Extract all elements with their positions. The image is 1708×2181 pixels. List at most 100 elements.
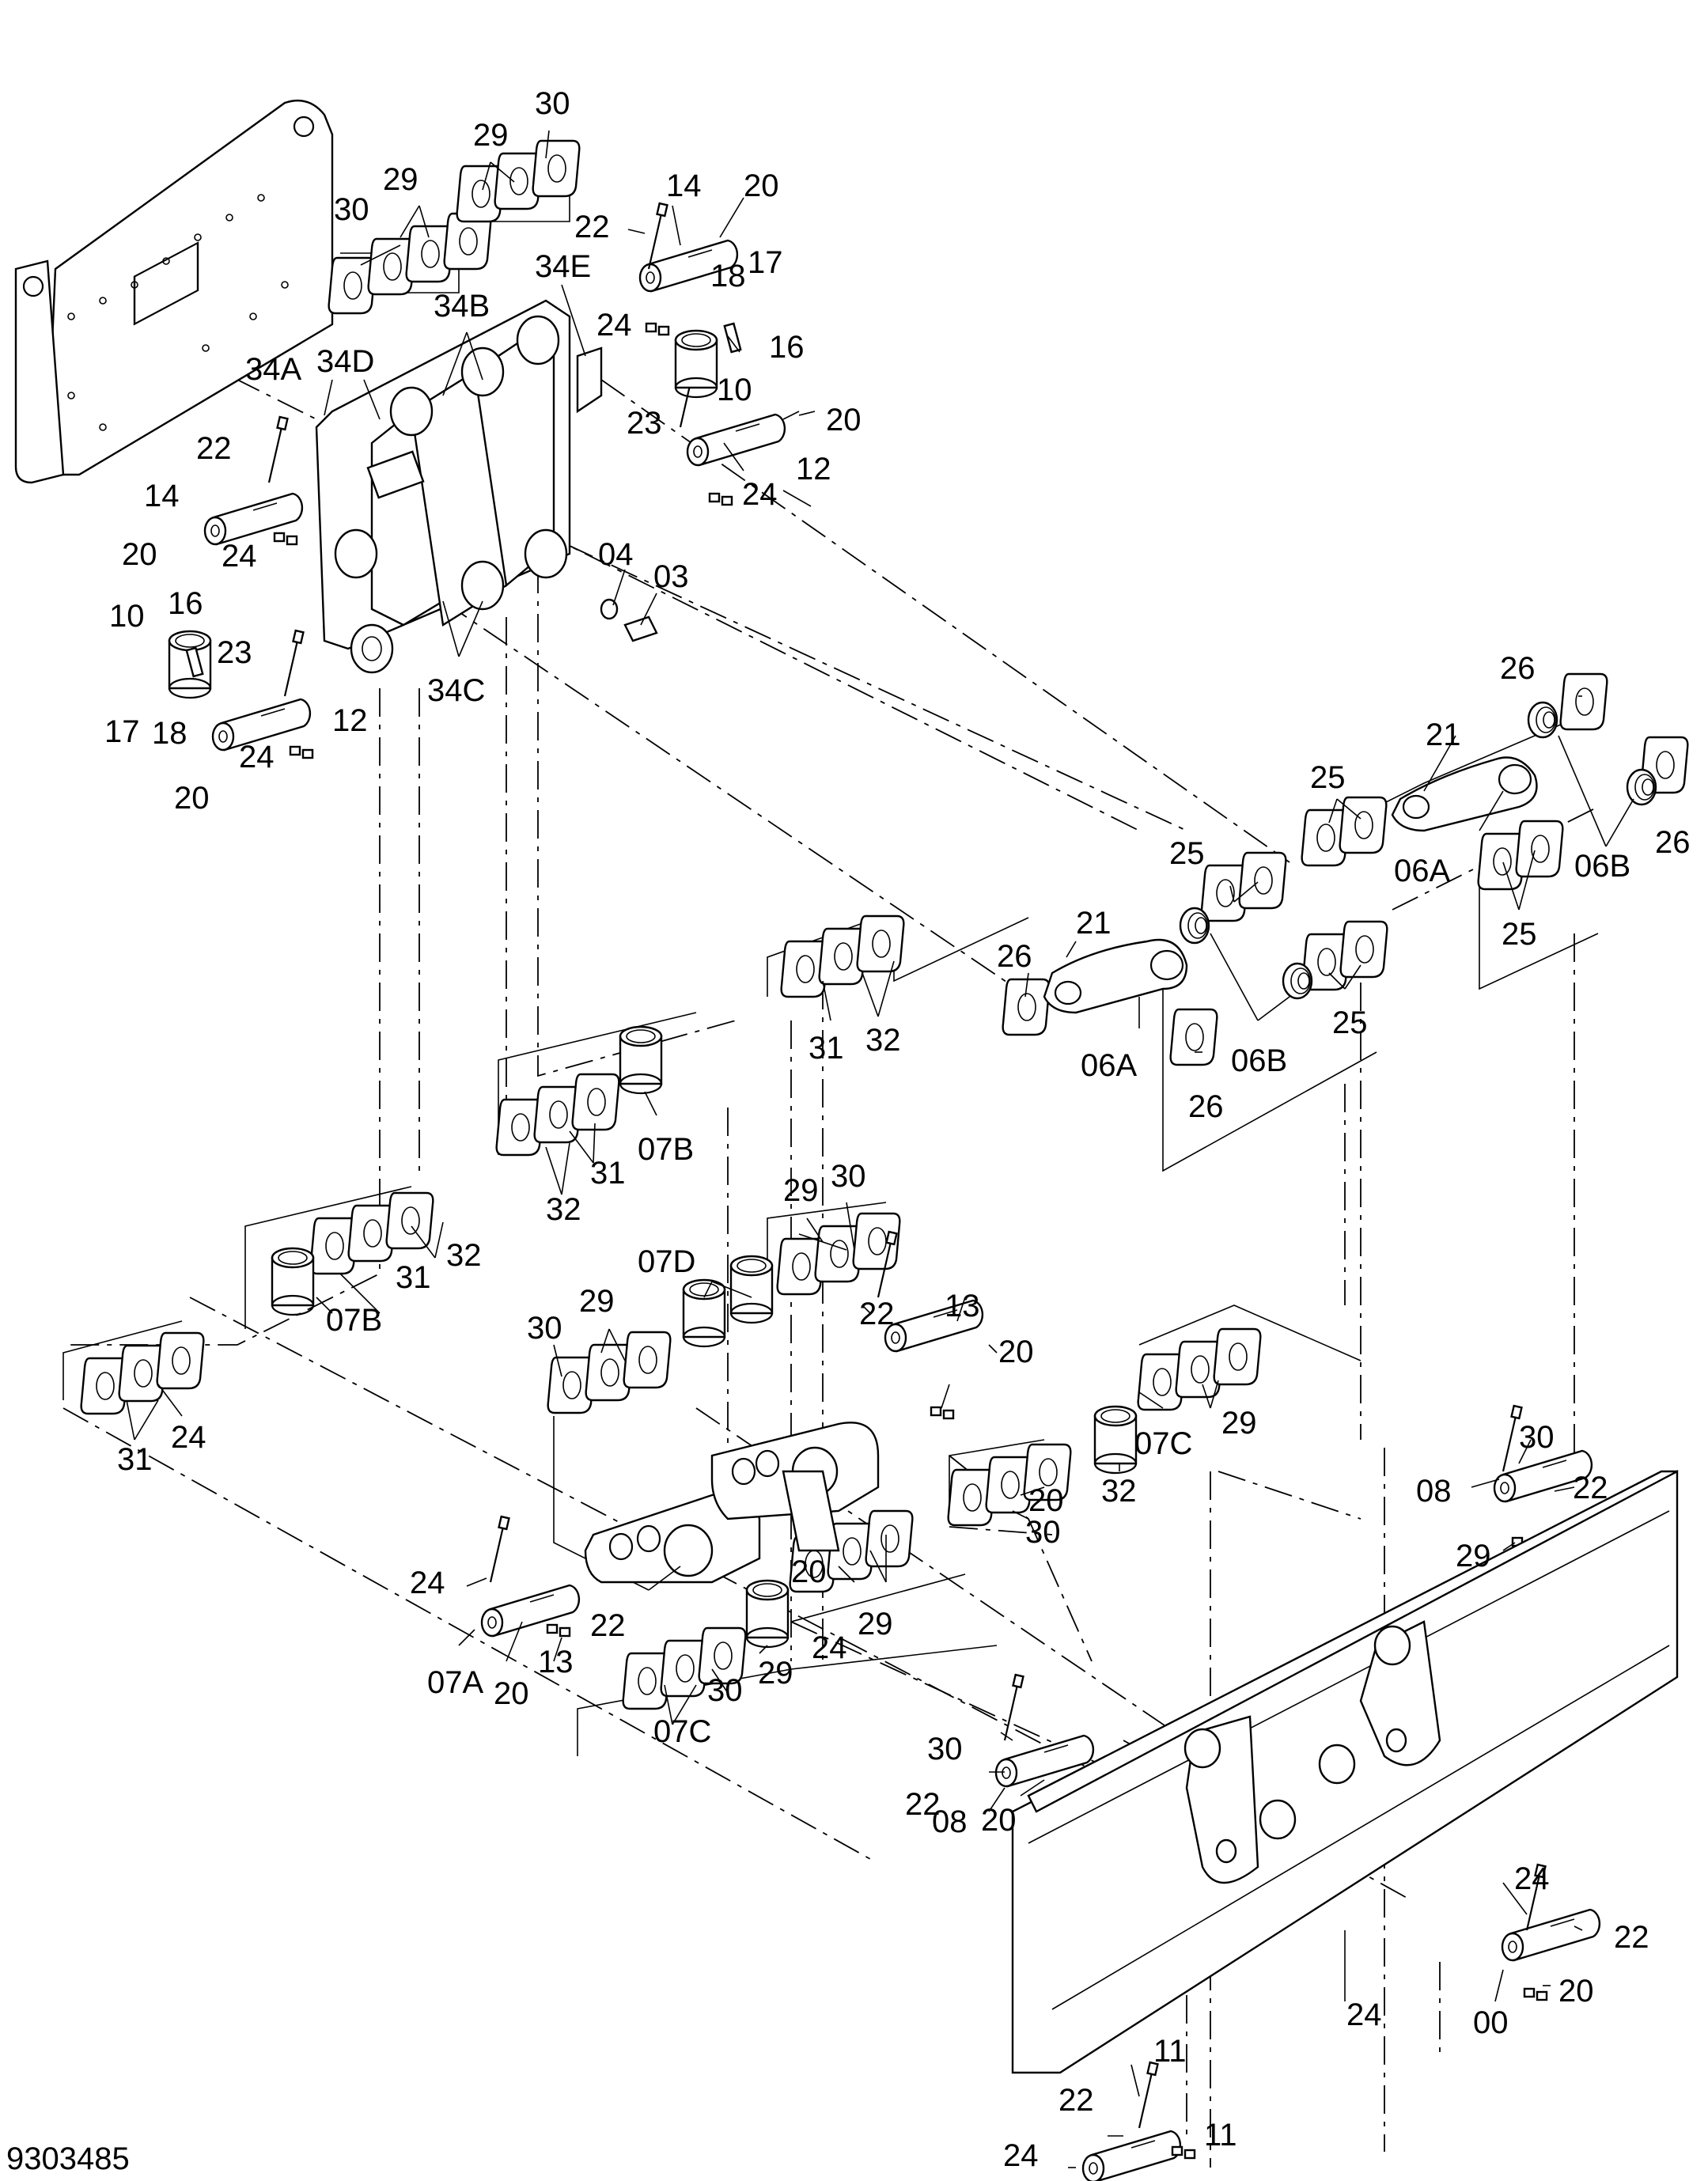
callout-label: 22	[1059, 2083, 1094, 2118]
callout-label: 24	[812, 1630, 847, 1665]
leader-lines	[126, 130, 1634, 2168]
callout-label: 34E	[535, 249, 591, 284]
callout-label: 30	[334, 192, 369, 227]
callout-label: 06B	[1231, 1043, 1287, 1078]
callout-label: 12	[796, 452, 831, 487]
callout-label: 22	[574, 210, 610, 244]
callout-label: 32	[446, 1238, 482, 1273]
callout-label: 29	[858, 1607, 893, 1641]
callout-label: 29	[383, 162, 418, 197]
callout-label: 34B	[434, 289, 490, 324]
callout-label: 20	[998, 1335, 1034, 1369]
callout-label: 17	[104, 714, 140, 749]
callout-label: 14	[666, 168, 702, 203]
callout-label: 20	[791, 1554, 827, 1589]
callout-label: 34D	[316, 344, 374, 379]
callout-label: 32	[865, 1023, 901, 1058]
callout-label: 20	[1028, 1483, 1064, 1518]
dozer-blade	[1011, 1470, 1679, 2074]
callout-label: 24	[596, 308, 632, 343]
callout-label: 10	[109, 599, 145, 634]
callout-label: 23	[217, 635, 252, 670]
callout-label: 20	[174, 781, 210, 816]
callout-label: 20	[1558, 1974, 1594, 2009]
callout-label: 31	[809, 1031, 844, 1066]
callout-label: 11	[1153, 2034, 1187, 2069]
callout-label: 13	[945, 1289, 980, 1323]
callout-label: 07C	[1134, 1426, 1192, 1461]
callout-label: 29	[783, 1173, 819, 1208]
callout-label: 08	[1416, 1474, 1452, 1509]
callout-label: 30	[1025, 1515, 1061, 1550]
callout-label: 10	[717, 373, 752, 407]
callout-label: 24	[1346, 1997, 1382, 2032]
callout-label: 07B	[638, 1132, 694, 1167]
callout-label: 00	[1473, 2005, 1509, 2040]
callout-label: 29	[579, 1284, 615, 1319]
callout-label: 13	[538, 1645, 574, 1679]
callout-label: 24	[222, 539, 257, 574]
callout-label: 06A	[1081, 1048, 1137, 1083]
drawing-number: 9303485	[6, 2141, 130, 2176]
callout-label: 34C	[427, 673, 485, 708]
callout-label: 24	[1514, 1861, 1550, 1896]
callout-label: 22	[1614, 1920, 1649, 1955]
callout-label: 25	[1332, 1005, 1368, 1040]
callout-label: 34A	[245, 352, 301, 387]
callout-label: 14	[144, 479, 180, 513]
callout-label: 07A	[427, 1665, 483, 1700]
callout-label: 22	[196, 431, 232, 466]
callout-label: 31	[396, 1260, 431, 1295]
callout-label: 18	[152, 716, 187, 751]
callout-label: 26	[1188, 1089, 1224, 1124]
bracket-assembly	[315, 299, 603, 674]
callout-label: 29	[1456, 1539, 1491, 1573]
callout-labels: 30 29 30 29 14 20 22 17 18 34E 34B 24 16…	[104, 86, 1691, 2173]
callout-label: 04	[598, 537, 634, 572]
callout-label: 12	[332, 703, 368, 738]
callout-label: 08	[932, 1804, 968, 1839]
callout-label: 20	[122, 537, 157, 572]
callout-label: 30	[535, 86, 570, 121]
callout-label: 26	[1655, 825, 1691, 860]
arms	[1043, 756, 1538, 1014]
callout-label: 25	[1169, 836, 1205, 871]
callout-label: 25	[1502, 917, 1537, 952]
callout-label: 06B	[1574, 849, 1630, 884]
callout-label: 20	[494, 1676, 529, 1711]
callout-label: 29	[758, 1656, 793, 1691]
callout-label: 32	[546, 1192, 581, 1227]
callout-label: 24	[742, 477, 778, 512]
callout-label: 20	[744, 168, 779, 203]
callout-label: 11	[1204, 2118, 1237, 2153]
callout-label: 30	[1519, 1420, 1555, 1455]
callout-label: 29	[473, 118, 509, 153]
callout-label: 24	[171, 1420, 206, 1455]
callout-label: 30	[927, 1732, 963, 1766]
callout-label: 24	[1003, 2138, 1039, 2173]
callout-label: 26	[997, 939, 1032, 974]
callout-label: 03	[653, 559, 689, 594]
callout-label: 31	[117, 1442, 153, 1477]
callout-label: 16	[168, 586, 203, 621]
callout-label: 23	[627, 406, 662, 441]
callout-label: 06A	[1394, 854, 1450, 888]
callout-label: 22	[859, 1297, 895, 1331]
callout-label: 30	[831, 1159, 866, 1194]
callout-label: 22	[1573, 1471, 1608, 1505]
callout-label: 32	[1101, 1474, 1137, 1509]
callout-label: 29	[1221, 1406, 1257, 1441]
callout-label: 18	[710, 259, 746, 293]
callout-label: 30	[527, 1311, 562, 1346]
callout-label: 24	[239, 740, 275, 774]
callout-label: 31	[590, 1156, 626, 1191]
mounting-plate	[14, 99, 334, 484]
callout-label: 26	[1500, 651, 1536, 686]
callout-label: 22	[590, 1608, 626, 1643]
callout-label: 21	[1076, 906, 1112, 941]
callout-label: 17	[748, 245, 783, 280]
callout-label: 20	[826, 403, 862, 437]
callout-label: 22	[905, 1787, 941, 1822]
callout-label: 24	[410, 1566, 445, 1600]
